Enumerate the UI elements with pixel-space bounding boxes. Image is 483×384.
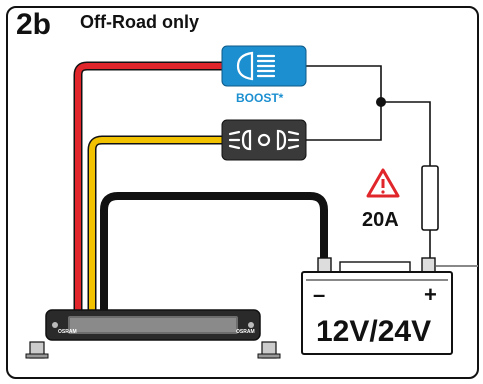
side-light-icon (228, 129, 300, 151)
fuse-wire (381, 101, 431, 168)
boost-switch: BOOST* (221, 45, 307, 105)
yellow-wire (87, 135, 222, 318)
bar-brand-right: OSRAM (236, 329, 255, 335)
switch-output-wire-bottom (306, 102, 382, 141)
parking-light-switch (221, 119, 307, 161)
switch-output-wire-top (306, 65, 382, 102)
battery-positive: + (424, 282, 437, 307)
fuse-rating: 20A (362, 209, 399, 231)
bar-brand-left: OSRAM (58, 329, 77, 335)
step-number: 2b (16, 8, 52, 41)
battery: – + 12V/24V (301, 257, 453, 355)
led-light-bar: OSRAM OSRAM (25, 309, 281, 359)
black-wire (100, 192, 328, 318)
boost-label: BOOST* (236, 91, 284, 105)
diagram-title: Off-Road only (80, 12, 199, 32)
warning-triangle-icon (366, 168, 400, 198)
battery-negative: – (313, 282, 325, 307)
wires (73, 61, 478, 318)
high-beam-icon (236, 51, 276, 81)
junction-dot (376, 97, 386, 107)
battery-voltage: 12V/24V (316, 315, 431, 348)
fuse-holder (421, 165, 439, 231)
